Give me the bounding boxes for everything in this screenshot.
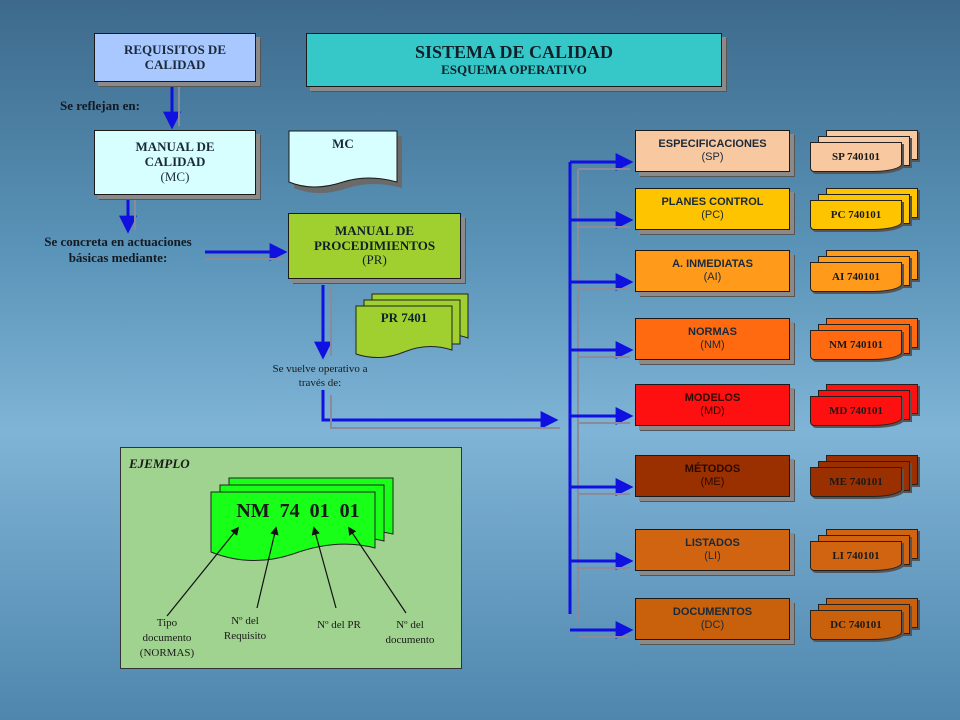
category-name: PLANES CONTROL (661, 196, 764, 209)
category-doc-front: ME 740101 (810, 467, 902, 497)
category-doc-stack: DC 740101 (810, 598, 922, 644)
label-doc-type-line3: (NORMAS) (139, 646, 195, 659)
arrow-requirements-to-manual (163, 82, 181, 130)
category-name: LISTADOS (685, 537, 740, 550)
label-doc-line2: documento (385, 633, 435, 646)
label-pr-number: Nº del PR (317, 619, 361, 631)
category-box: NORMAS(NM) (635, 318, 790, 360)
title-box: SISTEMA DE CALIDAD ESQUEMA OPERATIVO (306, 33, 722, 87)
category-doc-code: SP 740101 (832, 151, 880, 163)
pr-document-stack (355, 293, 469, 358)
category-doc-code: ME 740101 (829, 476, 883, 488)
manual-line3: (MC) (160, 168, 190, 184)
category-abbr: (NM) (700, 339, 725, 351)
label-doc-type-line2: documento (142, 631, 192, 644)
category-doc-front: PC 740101 (810, 200, 902, 230)
label-doc-number: Nº del documento (373, 618, 447, 648)
category-box: LISTADOS(LI) (635, 529, 790, 571)
category-box: A. INMEDIATAS(AI) (635, 250, 790, 292)
example-pointers (166, 526, 407, 617)
category-doc-code: DC 740101 (830, 619, 882, 631)
category-abbr: (ME) (700, 476, 725, 488)
arrow-to-procedures (205, 243, 288, 261)
procedures-manual-box: MANUAL DE PROCEDIMIENTOS (PR) (288, 213, 461, 279)
requirements-line1: REQUISITOS DE (124, 41, 226, 57)
category-doc-stack: ME 740101 (810, 455, 922, 501)
mc-document (288, 130, 402, 193)
requirements-box: REQUISITOS DE CALIDAD (94, 33, 256, 82)
category-abbr: (DC) (700, 619, 725, 631)
category-doc-code: AI 740101 (832, 271, 880, 283)
category-box: MÉTODOS(ME) (635, 455, 790, 497)
arrow-manual-down (119, 195, 137, 234)
manual-line2: CALIDAD (144, 154, 206, 170)
category-abbr: (PC) (701, 209, 724, 221)
requirements-line2: CALIDAD (144, 56, 206, 72)
page-title: SISTEMA DE CALIDAD (414, 42, 614, 63)
example-code: NM 74 01 01 (236, 500, 360, 522)
procedures-line1: MANUAL DE (334, 222, 415, 238)
category-name: MODELOS (684, 392, 741, 405)
label-req-line1: Nº del (231, 615, 259, 627)
category-doc-stack: AI 740101 (810, 250, 922, 296)
quality-manual-box: MANUAL DE CALIDAD (MC) (94, 130, 256, 195)
concrete-line2: básicas mediante: (68, 250, 168, 266)
label-doc-type-line1: Tipo (156, 617, 178, 629)
procedures-line2: PROCEDIMIENTOS (313, 237, 436, 253)
category-box: DOCUMENTOS(DC) (635, 598, 790, 640)
category-abbr: (LI) (704, 550, 721, 562)
category-doc-front: DC 740101 (810, 610, 902, 640)
example-panel: EJEMPLO NM 74 01 01 Tipo documento (NORM… (120, 447, 462, 669)
example-document-stack (210, 477, 394, 561)
category-doc-front: NM 740101 (810, 330, 902, 360)
concrete-line1: Se concreta en actuaciones (44, 234, 192, 249)
concrete-label: Se concreta en actuaciones básicas media… (18, 234, 218, 267)
reflect-label: Se reflejan en: (60, 98, 140, 113)
label-req-number: Nº del Requisito (217, 614, 273, 644)
manual-line1: MANUAL DE (135, 139, 215, 155)
category-doc-front: SP 740101 (810, 142, 902, 172)
category-box: MODELOS(MD) (635, 384, 790, 426)
arrow-procedures-down (314, 285, 332, 360)
category-doc-stack: LI 740101 (810, 529, 922, 575)
category-box: PLANES CONTROL(PC) (635, 188, 790, 230)
category-doc-code: LI 740101 (832, 550, 880, 562)
page-subtitle: ESQUEMA OPERATIVO (441, 61, 587, 77)
category-name: ESPECIFICACIONES (658, 138, 767, 151)
procedures-line3: (PR) (362, 252, 387, 268)
category-doc-front: MD 740101 (810, 396, 902, 426)
label-doc-line1: Nº del (396, 619, 424, 631)
category-name: A. INMEDIATAS (672, 258, 753, 271)
category-name: DOCUMENTOS (672, 606, 753, 619)
category-doc-front: AI 740101 (810, 262, 902, 292)
pr-doc-label: PR 7401 (380, 310, 428, 325)
arrow-operative-to-bus (321, 390, 560, 429)
category-doc-stack: SP 740101 (810, 130, 922, 176)
category-abbr: (AI) (703, 271, 722, 283)
category-doc-stack: MD 740101 (810, 384, 922, 430)
category-name: MÉTODOS (684, 463, 741, 476)
category-doc-front: LI 740101 (810, 541, 902, 571)
category-doc-code: NM 740101 (828, 339, 884, 351)
category-doc-stack: PC 740101 (810, 188, 922, 234)
category-abbr: (MD) (700, 405, 725, 417)
category-abbr: (SP) (701, 151, 724, 163)
operative-line1: Se vuelve operativo a (272, 363, 368, 375)
distribution-bus (568, 162, 579, 622)
category-doc-stack: NM 740101 (810, 318, 922, 364)
category-doc-code: PC 740101 (830, 209, 882, 221)
mc-doc-label: MC (332, 136, 354, 151)
category-doc-code: MD 740101 (828, 405, 884, 417)
bus-branches (570, 153, 634, 639)
label-doc-type: Tipo documento (NORMAS) (127, 616, 207, 661)
category-name: NORMAS (688, 326, 737, 339)
label-req-line2: Requisito (223, 629, 267, 642)
operative-label: Se vuelve operativo a través de: (250, 362, 390, 391)
category-box: ESPECIFICACIONES(SP) (635, 130, 790, 172)
example-title: EJEMPLO (129, 456, 190, 471)
operative-line2: través de: (298, 377, 342, 390)
